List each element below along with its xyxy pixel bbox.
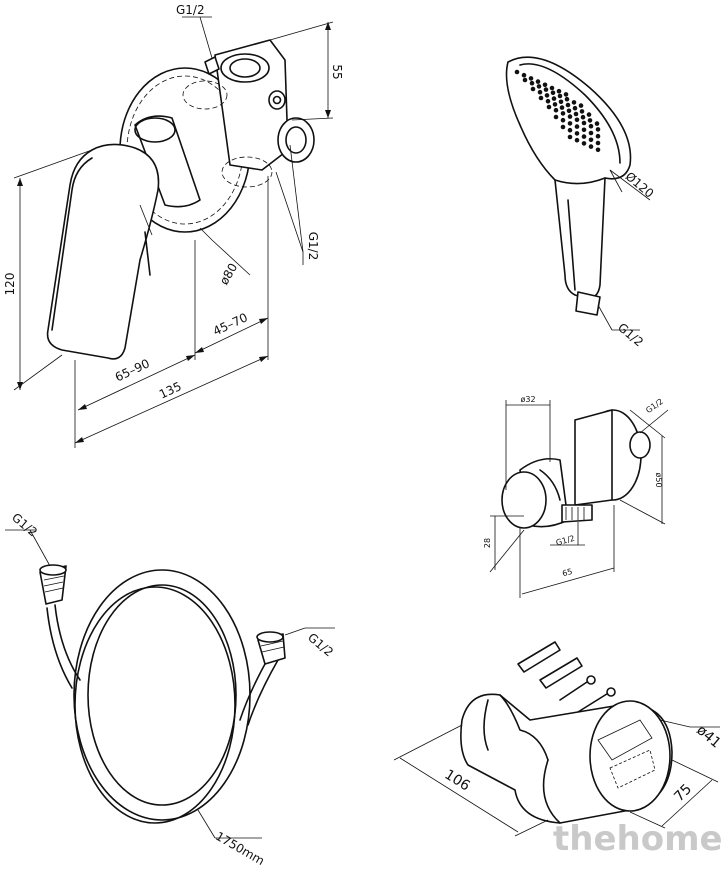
spray-nozzle-dot (537, 89, 543, 95)
spray-nozzle-dot (552, 102, 558, 107)
dim-handshower-diameter: Ø120 (623, 169, 657, 201)
spray-nozzle-dot (581, 141, 587, 146)
spray-nozzle-dot (565, 102, 571, 108)
label-g12-top: G1/2 (176, 3, 205, 17)
spray-nozzle-dot (563, 92, 569, 97)
spray-nozzle-dot (567, 114, 573, 119)
dim-135: 135 (157, 379, 184, 401)
spray-nozzle-dot (581, 127, 587, 133)
spray-nozzle-dot (566, 108, 572, 114)
dim-outlet-d32: ø32 (520, 395, 535, 404)
spray-nozzle-dot (529, 80, 535, 86)
dim-55: 55 (330, 64, 344, 79)
spray-nozzle-dot (567, 134, 573, 140)
spray-nozzle-dot (586, 112, 592, 117)
dim-80: ø80 (217, 261, 240, 288)
spray-nozzle-dot (549, 85, 555, 91)
spray-nozzle-dot (560, 111, 566, 116)
spray-nozzle-dot (572, 105, 578, 111)
spray-nozzle-dot (594, 121, 600, 126)
dim-45-70: 45–70 (211, 310, 250, 338)
spray-nozzle-dot (567, 127, 573, 133)
handshower-drawing: Ø120 G1/2 (505, 56, 657, 349)
spray-nozzle-dot (553, 114, 559, 120)
spray-nozzle-dot (521, 72, 527, 78)
dim-outlet-28: 28 (483, 538, 492, 548)
spray-nozzle-dot (581, 134, 587, 139)
label-hose-g12-right: G1/2 (305, 630, 336, 659)
hose-drawing: G1/2 G1/2 1750mm (5, 510, 336, 868)
spray-nozzle-dot (553, 107, 559, 113)
holder-drawing: 106 75 ø41 (393, 641, 722, 837)
spray-nozzle-dot (557, 93, 563, 99)
spray-nozzle-dot (551, 96, 557, 101)
spray-nozzle-dot (578, 103, 584, 108)
spray-nozzle-dot (573, 111, 579, 117)
spray-nozzle-dot (588, 144, 594, 149)
spray-nozzle-dot (581, 120, 587, 126)
wall-outlet-drawing: ø32 G1/2 ø50 28 G1/2 65 (483, 395, 669, 598)
spray-nozzle-dot (536, 84, 542, 89)
spray-nozzle-dot (556, 88, 562, 94)
spray-nozzle-dot (544, 93, 550, 98)
spray-nozzle-dot (595, 140, 601, 146)
spray-nozzle-dot (574, 137, 580, 143)
spray-nozzle-dot (545, 98, 551, 104)
dim-holder-106: 106 (442, 767, 473, 795)
dim-65-90: 65–90 (113, 356, 152, 384)
spray-nozzle-dot (579, 109, 585, 114)
label-g12-side: G1/2 (306, 232, 320, 261)
spray-nozzle-dot (588, 123, 594, 129)
spray-nozzle-dot (588, 130, 594, 136)
spray-nozzle-dot (538, 95, 544, 101)
label-hose-g12-left: G1/2 (9, 510, 40, 539)
spray-nozzle-dot (560, 124, 566, 130)
spray-nozzle-dot (560, 117, 566, 123)
spray-nozzle-dot (571, 100, 577, 105)
spray-nozzle-dot (595, 133, 601, 139)
watermark: thehome (553, 819, 722, 859)
spray-nozzle-dot (528, 76, 534, 81)
spray-nozzle-dot (564, 96, 570, 102)
spray-nozzle-dot (543, 87, 549, 92)
spray-nozzle-dot (588, 137, 594, 143)
mixer-drawing: 55 G1/2 G1/2 120 ø80 45–70 65 (3, 3, 344, 448)
spray-nozzle-dot (546, 104, 552, 110)
spray-nozzle-dot (574, 131, 580, 136)
dim-outlet-50: ø50 (654, 472, 663, 487)
spray-nozzle-dot (580, 114, 586, 120)
spray-nozzle-dot (567, 121, 573, 126)
spray-nozzle-dot (542, 82, 548, 88)
spray-nozzle-dot (595, 127, 601, 132)
spray-nozzle-dot (587, 118, 593, 123)
spray-nozzle-dot (530, 86, 536, 92)
spray-nozzle-dot (574, 117, 580, 123)
spray-nozzle-dot (514, 69, 520, 75)
spray-nozzle-dot (558, 99, 564, 105)
dim-outlet-65: 65 (561, 567, 573, 578)
spray-nozzles (514, 69, 601, 153)
spray-nozzle-dot (550, 90, 556, 96)
spray-nozzle-dot (574, 124, 580, 129)
dim-120: 120 (3, 273, 17, 296)
dim-holder-75: 75 (671, 781, 695, 805)
spray-nozzle-dot (522, 77, 528, 83)
spray-nozzle-dot (595, 147, 601, 153)
spray-nozzle-dot (535, 79, 541, 84)
spray-nozzle-dot (559, 105, 565, 110)
label-outlet-g12-top: G1/2 (644, 397, 665, 415)
dim-hose-length: 1750mm (213, 829, 267, 868)
label-handshower-g12: G1/2 (615, 320, 646, 349)
